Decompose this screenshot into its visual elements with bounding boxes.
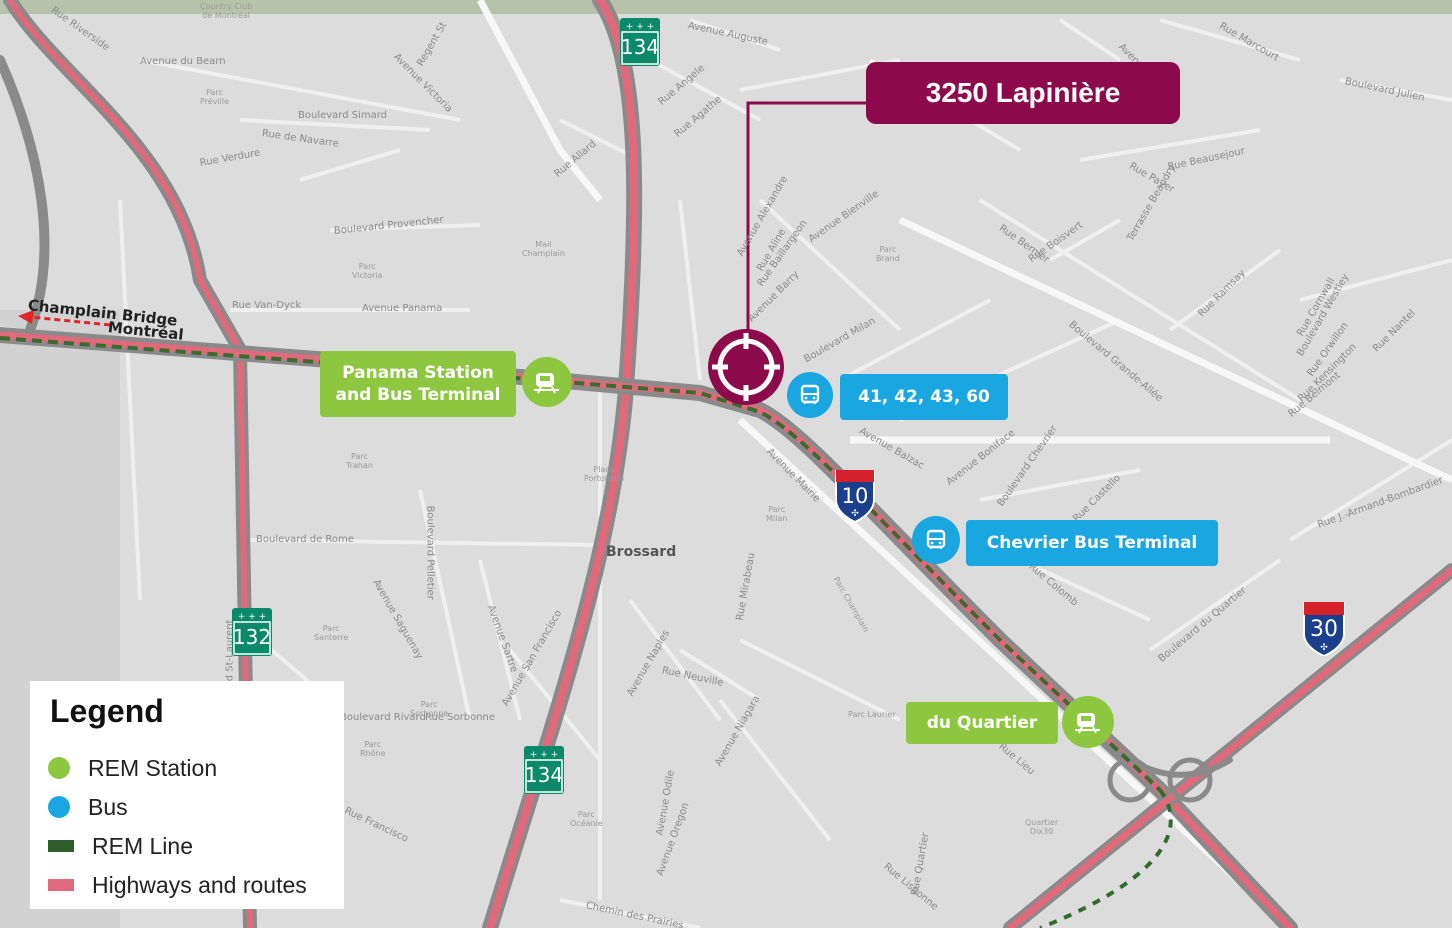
quebec-route-shield-icon: + + + [524, 746, 564, 794]
rem-line-swatch-icon [48, 840, 74, 852]
callout-leader [746, 101, 868, 330]
highway-shield-134-top: + + + 134 [620, 18, 660, 66]
blue-dot-icon [48, 796, 70, 818]
place-label: Parc Brand [876, 245, 900, 263]
legend-title: Legend [50, 693, 164, 729]
legend-item-bus: Bus [48, 792, 128, 822]
bus-icon [800, 384, 820, 404]
place-label: Parc Milan [766, 505, 788, 523]
place-label: Parc Rhône [360, 740, 386, 758]
shield-number: 10 [841, 484, 869, 508]
shield-number: 134 [620, 35, 660, 59]
street-label: Rue Van-Dyck [232, 300, 302, 311]
place-label: Parc Préville [200, 88, 230, 106]
legend-item-rem-station: REM Station [48, 753, 217, 783]
svg-text:+ + +: + + + [626, 22, 654, 32]
bridge-arrow [18, 310, 111, 327]
svg-text:✣: ✣ [851, 509, 859, 519]
place-label: Quartier Dix30 [1025, 818, 1059, 836]
place-label: Mail Champlain [522, 240, 565, 258]
highway-swatch-icon [48, 879, 74, 891]
street-label: Rue Sorbonne [425, 712, 496, 723]
legend-item-label: REM Station [88, 754, 218, 781]
legend-item-label: Highways and routes [92, 871, 307, 898]
address-callout[interactable]: 3250 Lapinière [866, 62, 1180, 124]
train-icon [1075, 713, 1100, 734]
crosshair-target-icon [708, 329, 784, 405]
svg-text:+ + +: + + + [530, 750, 558, 760]
legend-item-rem-line: REM Line [48, 831, 193, 861]
shield-number: 30 [1310, 617, 1338, 642]
interstate-shield-30: ✣ 30 [1302, 601, 1346, 658]
station-label-panama[interactable]: Panama Station and Bus Terminal [320, 351, 516, 417]
bus-stop-marker-chevrier[interactable] [912, 516, 960, 564]
place-label: Parc Santerre [314, 624, 349, 642]
bus-icon [926, 529, 946, 549]
station-label-du-quartier[interactable]: du Quartier [906, 702, 1058, 744]
quebec-route-shield-icon: + + + [232, 608, 272, 656]
place-label: Place Portobello [584, 465, 625, 483]
shield-number: 132 [232, 625, 272, 649]
interstate-shield-10: ✣ 10 [834, 469, 876, 524]
svg-text:✣: ✣ [1320, 643, 1328, 653]
legend: Legend REM Station Bus REM Line Highways… [30, 681, 344, 909]
place-label: Parc Victoria [352, 262, 383, 280]
legend-item-label: Bus [88, 793, 128, 820]
highway-shield-134-bottom: + + + 134 [524, 746, 564, 794]
green-dot-icon [48, 757, 70, 779]
place-label: Parc Laurier [848, 710, 896, 719]
highway-shield-132: + + + 132 [232, 608, 272, 656]
place-label: Parc Sorbonne [410, 700, 449, 718]
legend-item-highways: Highways and routes [48, 870, 307, 900]
street-label: Avenue du Bearn [140, 56, 226, 67]
quebec-route-shield-icon: + + + [620, 18, 660, 66]
autoroute-shield-icon: ✣ [1303, 601, 1345, 658]
street-label: Boulevard Simard [298, 110, 388, 121]
place-label: Parc Trahan [346, 452, 373, 470]
rem-station-marker-panama[interactable] [522, 357, 572, 407]
bus-routes-label[interactable]: 41, 42, 43, 60 [840, 374, 1008, 420]
train-icon [534, 373, 559, 394]
street-label: Avenue Panama [362, 303, 443, 314]
shield-number: 134 [524, 763, 564, 787]
city-label: Brossard [606, 544, 677, 560]
autoroute-shield-icon: ✣ [835, 469, 875, 524]
street-label: Boulevard Rivard [340, 712, 426, 723]
place-label: Parc Océanie [570, 810, 603, 828]
legend-item-label: REM Line [92, 832, 193, 859]
bus-terminal-label-chevrier[interactable]: Chevrier Bus Terminal [966, 520, 1218, 566]
rem-station-marker-du-quartier[interactable] [1062, 696, 1114, 748]
street-label: Boulevard de Rome [256, 534, 354, 545]
svg-text:+ + +: + + + [238, 612, 266, 622]
street-label: Boulevard Pelletier [424, 505, 436, 600]
bus-stop-marker-routes[interactable] [787, 372, 833, 418]
place-label: Country Club de Montréal [200, 2, 253, 20]
rem-line [0, 336, 1173, 928]
location-marker[interactable] [706, 327, 786, 407]
